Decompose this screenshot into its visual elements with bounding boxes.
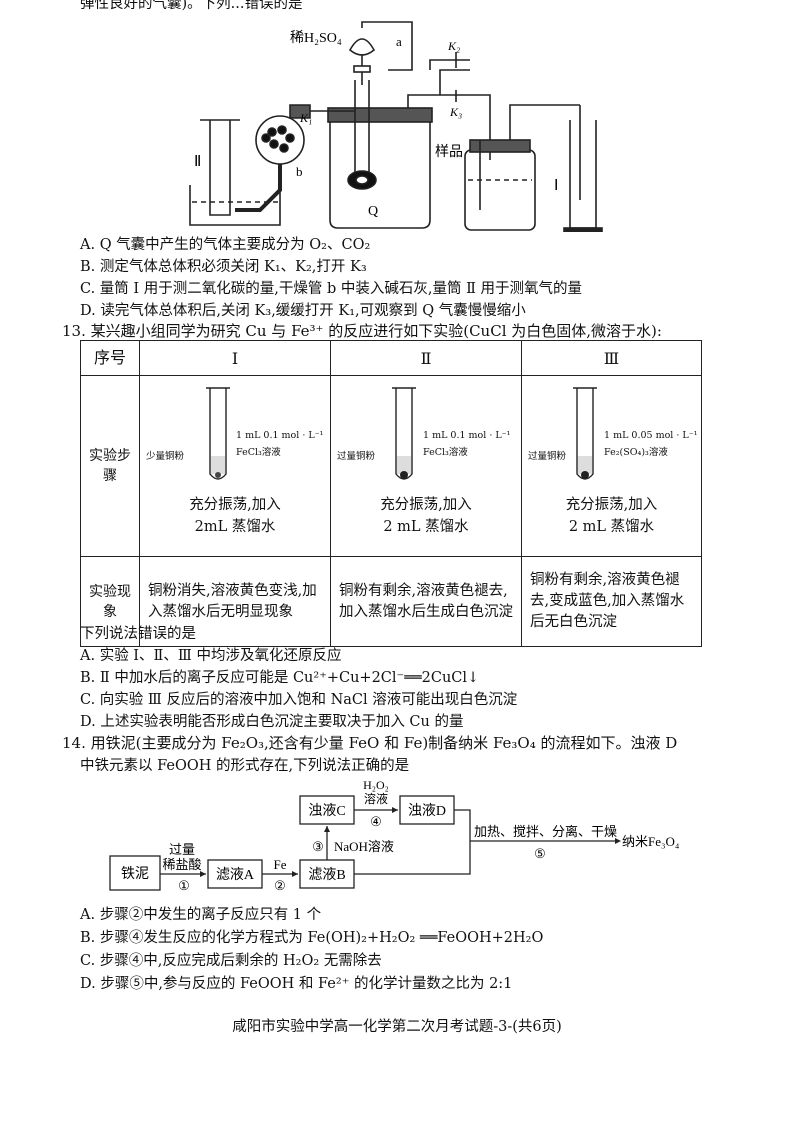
q13-option-a: A. 实验 Ⅰ、Ⅱ、Ⅲ 中均涉及氧化还原反应 [80, 648, 342, 664]
step1-label-1: 过量 [169, 842, 195, 857]
q13-option-d: D. 上述实验表明能否形成白色沉淀主要取决于加入 Cu 的量 [80, 714, 464, 730]
tube-reagent-2: Fe₂(SO₄)₃溶液 [604, 447, 668, 458]
step5-label: 加热、搅拌、分离、干燥 [474, 824, 617, 839]
observation-3: 铜粉有剩余,溶液黄色褪去,变成蓝色,加入蒸馏水后无白色沉淀 [521, 556, 702, 647]
box-iron-mud-label: 铁泥 [121, 866, 149, 882]
box-turbid-c-label: 浊液C [308, 803, 345, 819]
flow-diagram: 铁泥 滤液A 滤液B 浊液C 浊液D 过量 稀盐酸 ① Fe ② ③ NaOH溶… [109, 778, 680, 893]
step2-label: Fe [274, 857, 287, 872]
q14-option-a: A. 步骤②中发生的离子反应只有 1 个 [80, 907, 322, 923]
label-I: Ⅰ [554, 178, 558, 194]
step3-number: ③ [312, 839, 324, 854]
label-k3: K₃ [449, 105, 462, 119]
tube-reagent-2: FeCl₃溶液 [236, 447, 281, 458]
cut-top-text: 弹性良好的气囊)。下列...错误的是 [80, 0, 303, 12]
q14-option-c: C. 步骤④中,反应完成后剩余的 H₂O₂ 无需除去 [80, 953, 382, 969]
q13-ask: 下列说法错误的是 [80, 626, 196, 642]
q13-option-c: C. 向实验 Ⅲ 反应后的溶液中加入饱和 NaCl 溶液可能出现白色沉淀 [80, 692, 518, 708]
step-desc-2b: 2 mL 蒸馏水 [383, 519, 469, 535]
header-seq: 序号 [80, 340, 140, 376]
label-k2: K₂ [447, 39, 460, 53]
step-desc-3b: 2 mL 蒸馏水 [568, 519, 655, 535]
q14-stem-line1: 14. 用铁泥(主要成分为 Fe₂O₃,还含有少量 FeO 和 Fe)制备纳米 … [62, 734, 678, 752]
test-tube-icon [573, 387, 597, 480]
step4-label-2: 溶液 [364, 791, 388, 806]
header-exp-2: Ⅱ [330, 340, 522, 376]
observation-1: 铜粉消失,溶液黄色变浅,加入蒸馏水后无明显现象 [139, 556, 331, 647]
tube-reagent-1: 1 mL 0.1 mol · L⁻¹ [236, 430, 324, 441]
label-a: a [396, 34, 402, 49]
box-filtrate-b-label: 滤液B [308, 867, 345, 883]
step1-number: ① [178, 878, 190, 893]
label-Q: Q [368, 204, 378, 219]
step-desc-1b: 2mL 蒸馏水 [194, 519, 276, 535]
tube-left-label: 过量铜粉 [528, 451, 567, 462]
step-cell-1: 少量铜粉 1 mL 0.1 mol · L⁻¹ FeCl₃溶液 充分振荡,加入 … [139, 375, 331, 557]
step4-label-1: H₂O₂ [363, 778, 389, 792]
experiment-table: 序号 Ⅰ Ⅱ Ⅲ 实验步骤 少量铜粉 1 mL 0.1 mol · L⁻¹ Fe… [80, 340, 702, 647]
apparatus-diagram: 稀H₂SO₄ a K₂ K₃ K₁ b Ⅱ Ⅰ Q 样品 [189, 21, 603, 232]
header-exp-1: Ⅰ [139, 340, 331, 376]
step5-number: ⑤ [534, 846, 546, 861]
tube-reagent-1: 1 mL 0.05 mol · L⁻¹ [604, 430, 698, 441]
step-cell-3: 过量铜粉 1 mL 0.05 mol · L⁻¹ Fe₂(SO₄)₃溶液 充分振… [521, 375, 702, 557]
q12-option-d: D. 读完气体总体积后,关闭 K₃,缓缓打开 K₁,可观察到 Q 气囊慢慢缩小 [80, 303, 526, 319]
q14-option-d: D. 步骤⑤中,参与反应的 FeOOH 和 Fe²⁺ 的化学计量数之比为 2:1 [80, 976, 513, 992]
tube-reagent-2: FeCl₃溶液 [423, 447, 468, 458]
box-filtrate-a-label: 滤液A [216, 867, 255, 883]
q14-option-b: B. 步骤④发生反应的化学方程式为 Fe(OH)₂+H₂O₂ ══FeOOH+2… [80, 930, 544, 946]
label-b: b [296, 164, 303, 179]
step-cell-2: 过量铜粉 1 mL 0.1 mol · L⁻¹ FeCl₃溶液 充分振荡,加入 … [330, 375, 522, 557]
q13-stem: 13. 某兴趣小组同学为研究 Cu 与 Fe³⁺ 的反应进行如下实验(CuCl … [62, 322, 662, 340]
label-II: Ⅱ [194, 154, 201, 170]
acid-label: 稀H₂SO₄ [290, 30, 342, 46]
row-label-steps: 实验步骤 [80, 375, 140, 557]
tube-reagent-1: 1 mL 0.1 mol · L⁻¹ [423, 430, 511, 441]
q12-option-a: A. Q 气囊中产生的气体主要成分为 O₂、CO₂ [80, 237, 371, 253]
test-tube-icon [206, 387, 230, 480]
header-exp-3: Ⅲ [521, 340, 702, 376]
step1-label-2: 稀盐酸 [162, 857, 201, 872]
label-sample: 样品 [435, 144, 463, 160]
product-label: 纳米Fe₃O₄ [622, 834, 680, 849]
step4-number: ④ [370, 814, 382, 829]
q14-stem-line2: 中铁元素以 FeOOH 的形式存在,下列说法正确的是 [80, 758, 410, 774]
step3-label: NaOH溶液 [334, 839, 394, 854]
box-iron-mud [109, 855, 161, 891]
q12-option-b: B. 测定气体总体积必须关闭 K₁、K₂,打开 K₃ [80, 259, 367, 275]
step-desc-1a: 充分振荡,加入 [189, 497, 281, 513]
label-k1: K₁ [299, 111, 312, 125]
tube-left-label: 少量铜粉 [146, 451, 185, 462]
tube-left-label: 过量铜粉 [337, 451, 376, 462]
step-desc-2a: 充分振荡,加入 [380, 497, 472, 513]
test-tube-icon [392, 387, 416, 480]
box-turbid-d-label: 浊液D [408, 803, 446, 819]
q13-option-b: B. Ⅱ 中加水后的离子反应可能是 Cu²⁺+Cu+2Cl⁻══2CuCl↓ [80, 670, 480, 686]
observation-2: 铜粉有剩余,溶液黄色褪去,加入蒸馏水后生成白色沉淀 [330, 556, 522, 647]
step-desc-3a: 充分振荡,加入 [565, 497, 658, 513]
page-footer: 咸阳市实验中学高一化学第二次月考试题-3-(共6页) [232, 1019, 562, 1035]
q12-option-c: C. 量筒 Ⅰ 用于测二氧化碳的量,干燥管 b 中装入碱石灰,量筒 Ⅱ 用于测氧… [80, 281, 583, 297]
step2-number: ② [274, 878, 286, 893]
row-label-observations: 实验现象 [80, 556, 140, 647]
